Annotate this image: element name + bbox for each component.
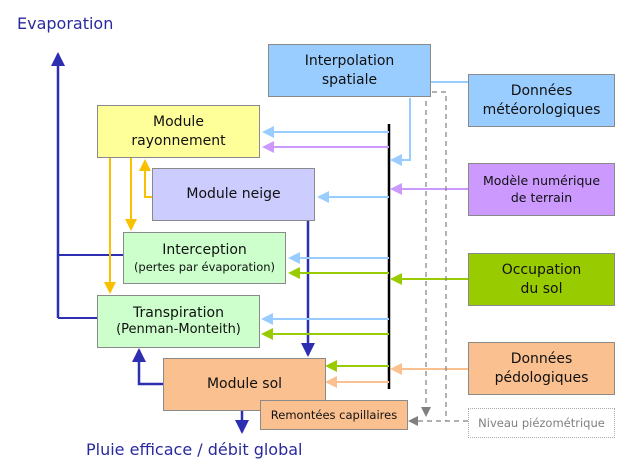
interpolation-to-bus-arrow bbox=[390, 98, 411, 166]
remontees-capillaires-box: Remontées capillaires bbox=[260, 400, 408, 430]
piezo-label: Niveau piézométrique bbox=[478, 415, 605, 430]
remontees-capillaires-label: Remontées capillaires bbox=[270, 407, 398, 422]
occupation-line2: du sol bbox=[520, 280, 563, 297]
interpolation-line2: spatiale bbox=[321, 71, 378, 88]
mnt-line2: de terrain bbox=[510, 189, 573, 205]
mnt-box: Modèle numérique de terrain bbox=[468, 163, 615, 216]
niveau-piezometrique-box: Niveau piézométrique bbox=[468, 408, 615, 438]
interception-box: Interception (pertes par évaporation) bbox=[123, 232, 286, 284]
module-rayonnement-box: Module rayonnement bbox=[97, 105, 260, 158]
donnees-meteo-line1: Données bbox=[510, 83, 573, 100]
interpolation-spatiale-box: Interpolation spatiale bbox=[268, 44, 431, 97]
transpiration-title: Transpiration bbox=[133, 304, 224, 321]
donnees-meteo-line2: météorologiques bbox=[482, 101, 601, 118]
sol-to-transpiration-arrow bbox=[132, 348, 164, 386]
module-neige-label: Module neige bbox=[186, 186, 281, 203]
module-sol-label: Module sol bbox=[206, 376, 283, 393]
occupation-line1: Occupation bbox=[501, 262, 582, 279]
donnees-meteo-box: Données météorologiques bbox=[468, 74, 615, 127]
interpolation-to-piezo-dashed-line bbox=[432, 91, 447, 421]
transpiration-box: Transpiration (Penman-Monteith) bbox=[97, 295, 260, 348]
runoff-label: Pluie efficace / débit global bbox=[86, 440, 303, 459]
pedologie-line2: pédologiques bbox=[494, 369, 589, 386]
donnees-pedologiques-box: Données pédologiques bbox=[468, 342, 615, 395]
interception-title: Interception bbox=[162, 242, 247, 259]
module-rayonnement-line1: Module bbox=[153, 114, 204, 131]
pedologie-line1: Données bbox=[510, 351, 573, 368]
neige-to-rayonnement-arrow bbox=[139, 159, 153, 198]
module-rayonnement-line2: rayonnement bbox=[131, 132, 226, 149]
interception-subtitle: (pertes par évaporation) bbox=[133, 259, 276, 274]
evaporation-label: Evaporation bbox=[17, 14, 114, 33]
occupation-sol-box: Occupation du sol bbox=[468, 253, 615, 306]
mnt-line1: Modèle numérique bbox=[482, 173, 601, 189]
interpolation-line1: Interpolation bbox=[304, 53, 395, 70]
module-neige-box: Module neige bbox=[152, 168, 315, 221]
transpiration-subtitle: (Penman-Monteith) bbox=[116, 322, 241, 338]
